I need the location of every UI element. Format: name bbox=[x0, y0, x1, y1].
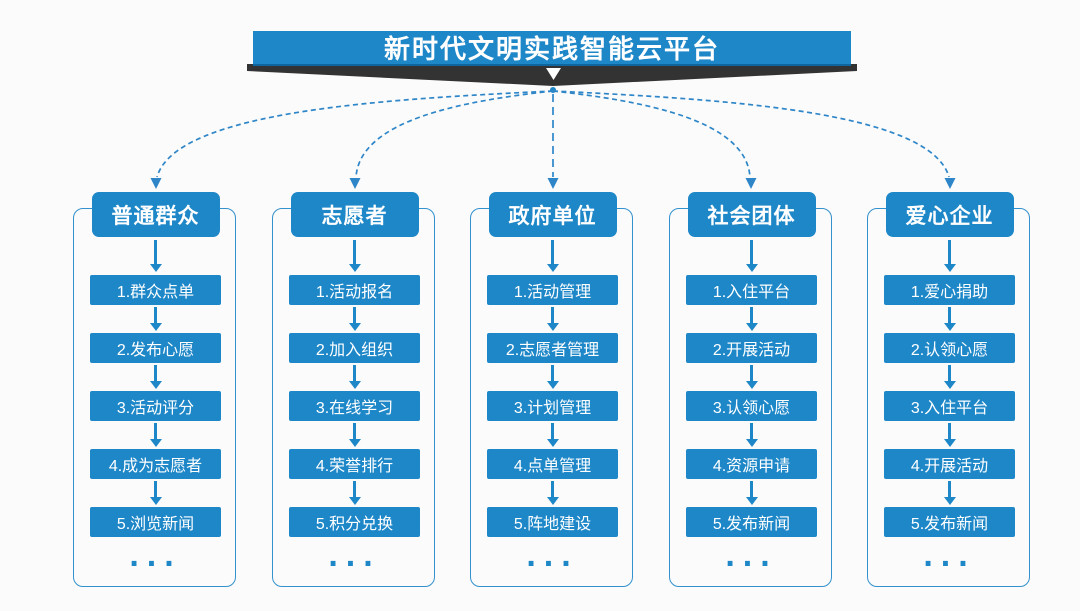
down-arrow-icon bbox=[154, 481, 157, 497]
down-arrow-icon bbox=[948, 240, 951, 264]
column-caring-enterprises: 爱心企业 1.爱心捐助 2.认领心愿 3.入住平台 4.开展活动 5.发布新闻 … bbox=[867, 192, 1032, 587]
down-arrow-icon bbox=[750, 240, 753, 264]
down-arrow-icon bbox=[154, 423, 157, 439]
column-header: 政府单位 bbox=[488, 192, 617, 237]
ellipsis: ... bbox=[923, 536, 976, 574]
column-social-organizations: 社会团体 1.入住平台 2.开展活动 3.认领心愿 4.资源申请 5.发布新闻 … bbox=[669, 192, 834, 587]
column-general-public: 普通群众 1.群众点单 2.发布心愿 3.活动评分 4.成为志愿者 5.浏览新闻… bbox=[73, 192, 238, 587]
flow-step: 1.入住平台 bbox=[686, 275, 817, 305]
column-government-units: 政府单位 1.活动管理 2.志愿者管理 3.计划管理 4.点单管理 5.阵地建设… bbox=[470, 192, 635, 587]
down-arrow-icon bbox=[154, 365, 157, 381]
connector-to-col4 bbox=[552, 90, 751, 178]
down-arrow-icon bbox=[551, 365, 554, 381]
flow-step: 3.在线学习 bbox=[289, 391, 420, 421]
banner-down-triangle-icon bbox=[546, 68, 561, 80]
down-arrow-icon bbox=[154, 307, 157, 323]
flow-step: 1.爱心捐助 bbox=[884, 275, 1015, 305]
platform-title-banner: 新时代文明实践智能云平台 bbox=[253, 31, 851, 66]
flow-step: 5.阵地建设 bbox=[487, 507, 618, 537]
connector-to-col1 bbox=[156, 90, 554, 178]
flow-step: 1.群众点单 bbox=[90, 275, 221, 305]
column-header: 爱心企业 bbox=[885, 192, 1014, 237]
ellipsis: ... bbox=[129, 536, 182, 574]
flow-step: 2.开展活动 bbox=[686, 333, 817, 363]
connector-to-col2 bbox=[355, 90, 554, 178]
down-arrow-icon bbox=[551, 423, 554, 439]
ellipsis: ... bbox=[526, 536, 579, 574]
down-arrow-icon bbox=[750, 365, 753, 381]
down-arrow-icon bbox=[948, 481, 951, 497]
column-header: 志愿者 bbox=[290, 192, 419, 237]
flow-step: 5.浏览新闻 bbox=[90, 507, 221, 537]
flow-step: 3.活动评分 bbox=[90, 391, 221, 421]
flow-step: 3.入住平台 bbox=[884, 391, 1015, 421]
down-arrow-icon bbox=[551, 307, 554, 323]
flow-step: 2.加入组织 bbox=[289, 333, 420, 363]
ellipsis: ... bbox=[328, 536, 381, 574]
connector-to-col5 bbox=[552, 90, 950, 178]
down-arrow-icon bbox=[948, 307, 951, 323]
flow-step: 4.荣誉排行 bbox=[289, 449, 420, 479]
dashed-connectors bbox=[156, 90, 950, 178]
flow-step: 2.发布心愿 bbox=[90, 333, 221, 363]
flow-step: 5.发布新闻 bbox=[884, 507, 1015, 537]
arrowhead-col5-icon bbox=[944, 178, 956, 189]
down-arrow-icon bbox=[353, 481, 356, 497]
down-arrow-icon bbox=[353, 365, 356, 381]
down-arrow-icon bbox=[948, 423, 951, 439]
arrowhead-col3-icon bbox=[547, 178, 559, 189]
down-arrow-icon bbox=[154, 240, 157, 264]
flow-step: 4.开展活动 bbox=[884, 449, 1015, 479]
down-arrow-icon bbox=[750, 423, 753, 439]
down-arrow-icon bbox=[948, 365, 951, 381]
flow-step: 5.积分兑换 bbox=[289, 507, 420, 537]
down-arrow-icon bbox=[353, 307, 356, 323]
down-arrow-icon bbox=[750, 307, 753, 323]
platform-title: 新时代文明实践智能云平台 bbox=[383, 34, 720, 64]
flow-step: 4.点单管理 bbox=[487, 449, 618, 479]
flow-step: 2.认领心愿 bbox=[884, 333, 1015, 363]
flow-step: 4.资源申请 bbox=[686, 449, 817, 479]
flow-step: 4.成为志愿者 bbox=[90, 449, 221, 479]
down-arrow-icon bbox=[551, 481, 554, 497]
flow-step: 1.活动管理 bbox=[487, 275, 618, 305]
flow-step: 5.发布新闻 bbox=[686, 507, 817, 537]
connector-arrowheads bbox=[150, 178, 956, 189]
flow-step: 3.认领心愿 bbox=[686, 391, 817, 421]
ellipsis: ... bbox=[725, 536, 778, 574]
column-header: 普通群众 bbox=[91, 192, 220, 237]
connector-origin-dot bbox=[550, 87, 556, 93]
down-arrow-icon bbox=[353, 240, 356, 264]
arrowhead-col4-icon bbox=[745, 178, 757, 189]
flow-step: 3.计划管理 bbox=[487, 391, 618, 421]
column-volunteers: 志愿者 1.活动报名 2.加入组织 3.在线学习 4.荣誉排行 5.积分兑换 .… bbox=[272, 192, 437, 587]
flow-step: 2.志愿者管理 bbox=[487, 333, 618, 363]
flow-step: 1.活动报名 bbox=[289, 275, 420, 305]
arrowhead-col2-icon bbox=[349, 178, 361, 189]
column-header: 社会团体 bbox=[687, 192, 816, 237]
down-arrow-icon bbox=[353, 423, 356, 439]
down-arrow-icon bbox=[750, 481, 753, 497]
arrowhead-col1-icon bbox=[150, 178, 162, 189]
down-arrow-icon bbox=[551, 240, 554, 264]
